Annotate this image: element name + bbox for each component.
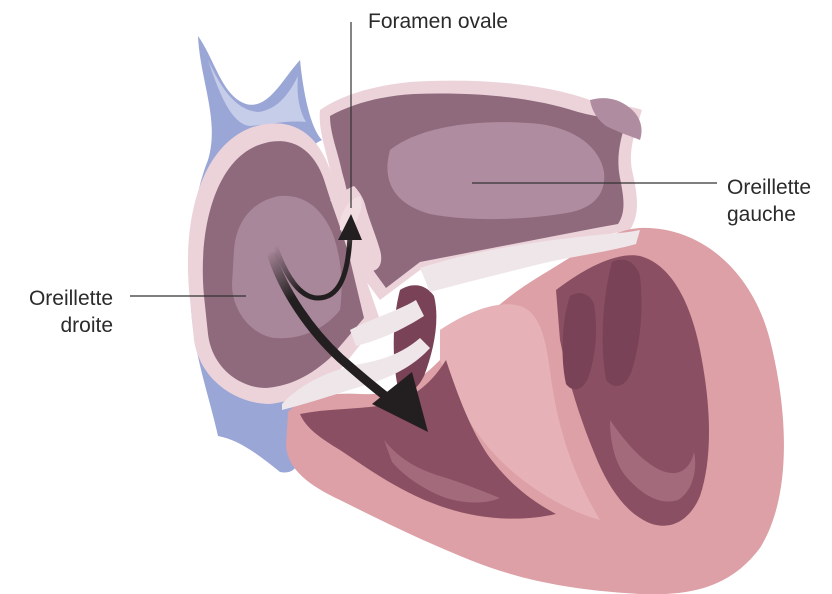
label-oreillette-gauche-line1: Oreillette	[727, 174, 811, 201]
label-oreillette-gauche-line2: gauche	[727, 201, 811, 228]
label-oreillette-gauche: Oreillette gauche	[727, 174, 811, 228]
label-oreillette-droite-line1: Oreillette	[0, 285, 113, 312]
label-oreillette-droite-line2: droite	[0, 312, 113, 339]
label-foramen-ovale: Foramen ovale	[368, 8, 508, 35]
left-atrium-inner	[387, 122, 604, 219]
label-foramen-ovale-text: Foramen ovale	[368, 8, 508, 35]
label-oreillette-droite: Oreillette droite	[0, 285, 113, 339]
